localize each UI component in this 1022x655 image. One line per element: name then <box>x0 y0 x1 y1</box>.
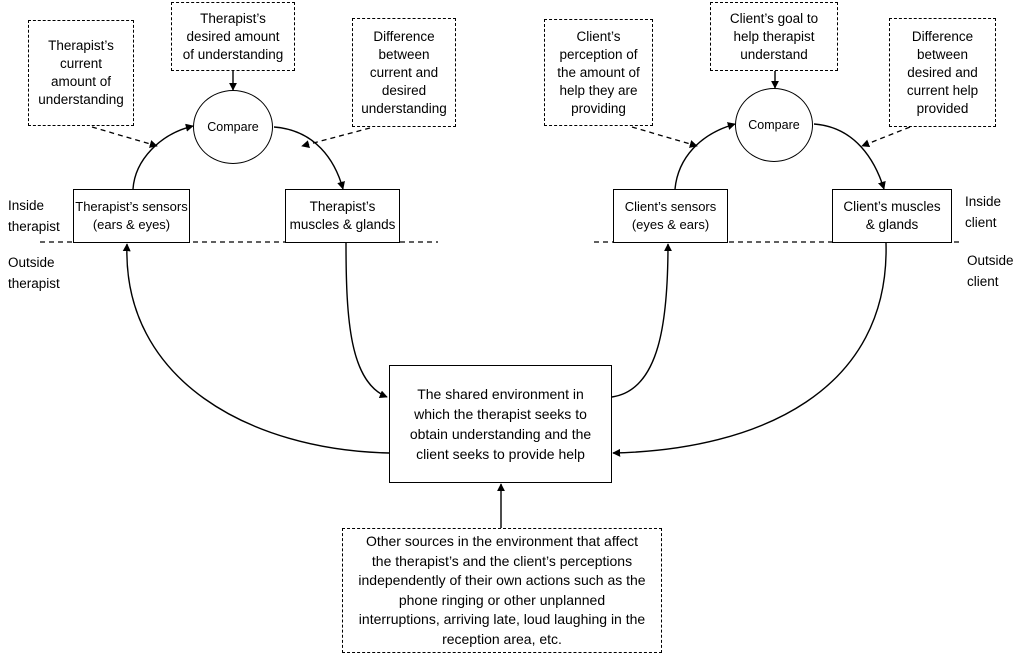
therapist-desired-understanding-box: Therapist’s desired amount of understand… <box>171 2 295 71</box>
client-sensors-text: Client’s sensors (eyes & ears) <box>624 199 717 232</box>
client-sensors-box: Client’s sensors (eyes & ears) <box>613 189 728 243</box>
client-difference-text: Difference between desired and current h… <box>906 28 979 116</box>
therapist-current-understanding-box: Therapist’s current amount of understand… <box>28 20 134 126</box>
arrow-difference-to-compare <box>301 127 371 149</box>
therapist-sensors-text: Therapist’s sensors (ears & eyes) <box>75 199 188 232</box>
client-muscles-box: Client’s muscles & glands <box>832 189 952 243</box>
other-sources-box: Other sources in the environment that af… <box>342 528 662 653</box>
inside-therapist-label: Inside therapist <box>8 198 60 234</box>
arrow-client-sensors-to-compare <box>674 122 736 190</box>
arrow-muscles-to-environment <box>345 242 388 398</box>
therapist-difference-box: Difference between current and desired u… <box>352 18 456 127</box>
arrow-environment-to-client-sensors <box>611 243 672 398</box>
outside-client-label: Outside client <box>967 253 1014 289</box>
therapist-desired-understanding-text: Therapist’s desired amount of understand… <box>182 10 284 62</box>
arrow-client-difference-to-compare <box>861 126 911 148</box>
arrow-client-muscles-to-environment <box>612 242 887 457</box>
therapist-compare-label: Compare <box>207 120 259 134</box>
client-difference-box: Difference between desired and current h… <box>889 18 996 127</box>
therapist-sensors-box: Therapist’s sensors (ears & eyes) <box>73 189 190 243</box>
arrow-compare-to-muscles <box>273 126 345 190</box>
client-compare-label: Compare <box>748 118 800 132</box>
therapist-compare-node: Compare <box>193 90 273 164</box>
arrow-sensors-to-compare <box>132 123 194 190</box>
arrow-perception-to-compare <box>631 126 698 148</box>
arrow-environment-to-therapist-sensors <box>122 243 390 454</box>
outside-therapist-label: Outside therapist <box>8 255 60 291</box>
client-goal-box: Client’s goal to help therapist understa… <box>710 2 838 71</box>
client-muscles-text: Client’s muscles & glands <box>843 199 941 232</box>
arrow-current-to-compare <box>91 126 158 148</box>
arrow-client-compare-to-muscles <box>813 123 886 190</box>
client-compare-node: Compare <box>735 88 813 162</box>
therapist-muscles-text: Therapist’s muscles & glands <box>289 199 396 232</box>
therapist-current-understanding-text: Therapist’s current amount of understand… <box>38 38 124 107</box>
therapist-difference-text: Difference between current and desired u… <box>361 28 447 116</box>
client-perception-text: Client’s perception of the amount of hel… <box>557 28 640 116</box>
shared-environment-text: The shared environment in which the ther… <box>409 386 592 462</box>
therapist-muscles-box: Therapist’s muscles & glands <box>285 189 400 243</box>
other-sources-text: Other sources in the environment that af… <box>358 533 646 647</box>
inside-client-label: Inside client <box>965 194 1002 230</box>
client-perception-box: Client’s perception of the amount of hel… <box>544 19 653 126</box>
shared-environment-box: The shared environment in which the ther… <box>389 365 612 483</box>
client-goal-text: Client’s goal to help therapist understa… <box>729 10 819 62</box>
